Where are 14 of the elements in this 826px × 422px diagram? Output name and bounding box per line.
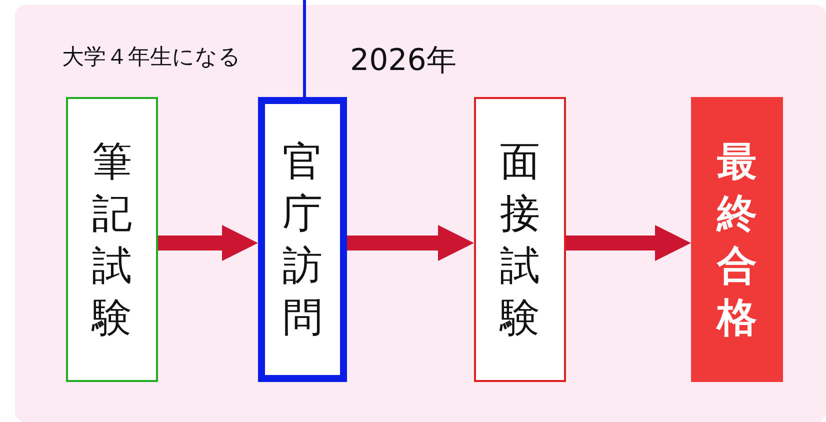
step-box (474, 97, 566, 382)
highlight-box (691, 97, 783, 382)
connector-line (303, 0, 306, 97)
step-label: 筆記試験 (92, 138, 132, 342)
block-arrow (566, 225, 691, 261)
step-box (66, 97, 158, 382)
step-label: 最終合格 (717, 138, 757, 342)
year-label: 2026年 (350, 42, 456, 80)
block-arrow (158, 225, 258, 261)
step-box (258, 97, 347, 382)
note-label: 大学４年生になる (62, 44, 241, 72)
step-label: 官庁訪問 (282, 138, 322, 342)
step-label: 面接試験 (500, 138, 540, 342)
block-arrow (347, 225, 474, 261)
